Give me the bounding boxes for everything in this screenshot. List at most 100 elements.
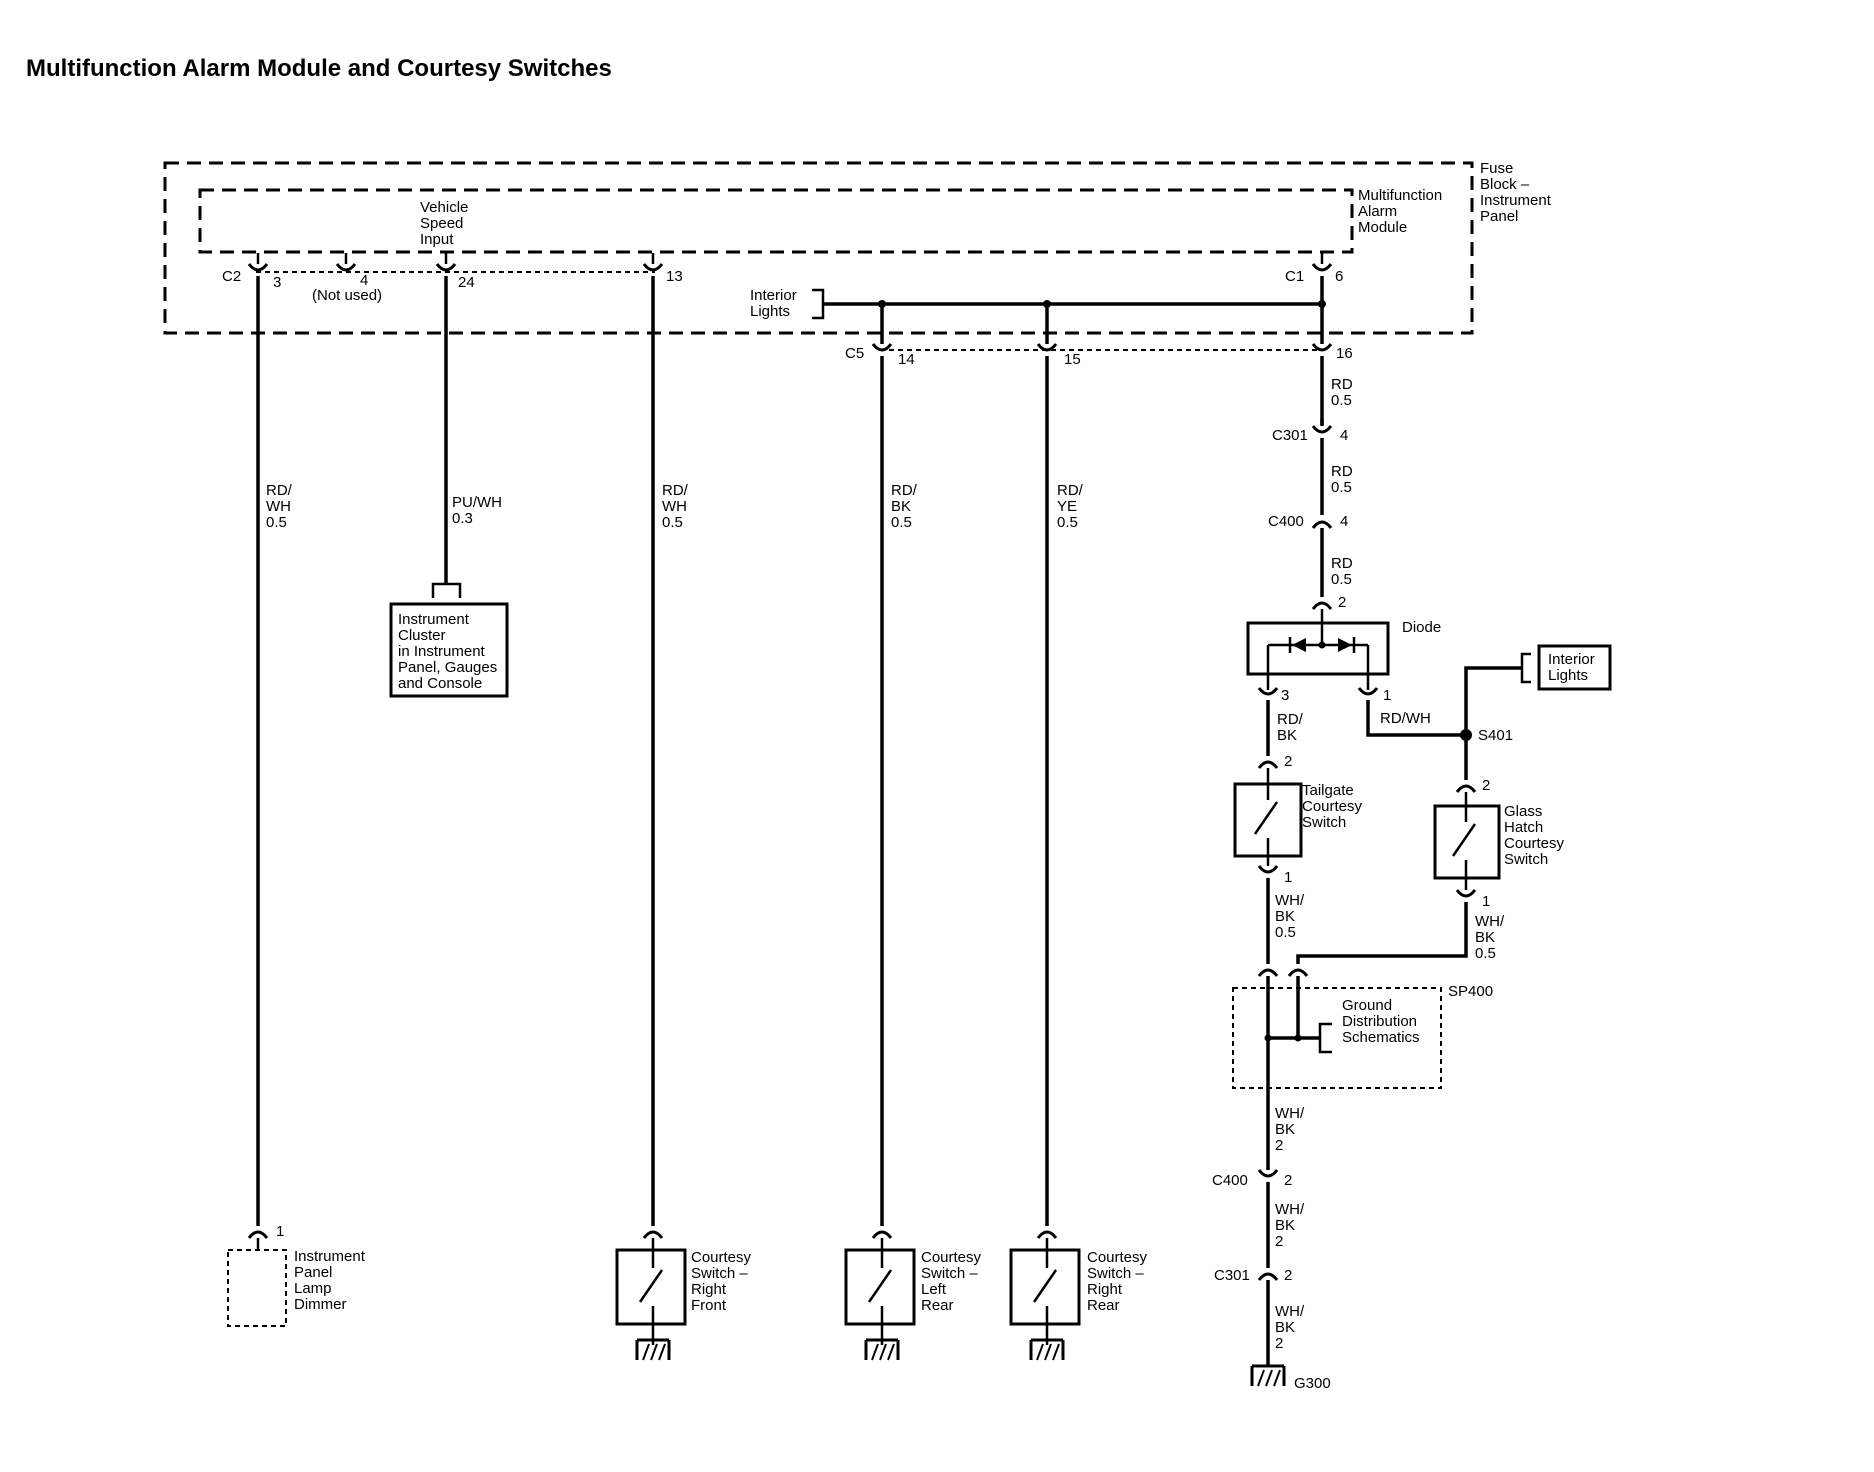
connector-c400-label: C400 (1268, 513, 1304, 530)
svg-text:Courtesy: Courtesy (691, 1249, 752, 1266)
pin-label: 4 (360, 272, 368, 289)
c2-pin-13-connector (642, 262, 664, 272)
svg-text:Glass: Glass (1504, 803, 1542, 820)
ground-distribution-bracket (1318, 1022, 1332, 1054)
tailgate-switch-label: Tailgate Courtesy Switch (1302, 782, 1363, 831)
splice-s401-label: S401 (1478, 727, 1513, 744)
svg-text:Instrument: Instrument (1480, 192, 1552, 209)
glass-hatch-pin-2-connector (1455, 784, 1477, 794)
pin-label: 4 (1340, 513, 1348, 530)
c301-pin-4-connector (1311, 424, 1333, 434)
pin-label: 4 (1340, 427, 1348, 444)
svg-text:RD: RD (1331, 555, 1353, 572)
svg-text:0.5: 0.5 (1331, 571, 1352, 588)
interior-lights-ext-label: Interior Lights (1548, 651, 1595, 684)
tailgate-pin-1-connector (1257, 864, 1279, 874)
vehicle-speed-input-label: Vehicle Speed Input (420, 199, 468, 248)
wire-rd-wh (1366, 700, 1466, 737)
svg-text:Fuse: Fuse (1480, 160, 1513, 177)
svg-text:Instrument: Instrument (294, 1248, 366, 1265)
svg-text:RD/: RD/ (891, 482, 918, 499)
svg-text:Hatch: Hatch (1504, 819, 1543, 836)
courtesy-rr-connector (1036, 1230, 1058, 1240)
not-used-label: (Not used) (312, 287, 382, 304)
courtesy-switch-right-rear (1009, 1238, 1081, 1362)
svg-text:0.5: 0.5 (1057, 514, 1078, 531)
svg-text:in Instrument: in Instrument (398, 643, 486, 660)
pin-label: 1 (276, 1223, 284, 1240)
svg-text:Speed: Speed (420, 215, 463, 232)
svg-text:Ground: Ground (1342, 997, 1392, 1014)
wire-whbk-2c-label: WH/ BK 2 (1275, 1303, 1305, 1352)
svg-text:Cluster: Cluster (398, 627, 446, 644)
page-title: Multifunction Alarm Module and Courtesy … (26, 55, 612, 82)
courtesy-rr-label: Courtesy Switch – Right Rear (1087, 1249, 1148, 1314)
diode-component (1246, 609, 1390, 690)
svg-text:RD/: RD/ (662, 482, 689, 499)
pin-label: 1 (1284, 869, 1292, 886)
junction-dot (1294, 1034, 1302, 1042)
ground-g300-label: G300 (1294, 1375, 1331, 1392)
diode-label: Diode (1402, 619, 1441, 636)
svg-text:Panel: Panel (1480, 208, 1518, 225)
instrument-cluster-label: Instrument Cluster in Instrument Panel, … (398, 611, 497, 692)
svg-text:RD: RD (1331, 463, 1353, 480)
svg-text:BK: BK (1275, 1217, 1295, 1234)
svg-text:BK: BK (1275, 1121, 1295, 1138)
svg-text:RD/: RD/ (1277, 711, 1304, 728)
wire-whbk-2a-label: WH/ BK 2 (1275, 1105, 1305, 1154)
svg-text:Interior: Interior (1548, 651, 1595, 668)
pin-label: 2 (1284, 753, 1292, 770)
courtesy-rf-label: Courtesy Switch – Right Front (691, 1249, 752, 1314)
pin-label: 13 (666, 268, 683, 285)
courtesy-lr-connector (871, 1230, 893, 1240)
svg-text:Input: Input (420, 231, 454, 248)
svg-text:RD/: RD/ (1057, 482, 1084, 499)
connector-c301-label: C301 (1272, 427, 1308, 444)
c5-pin-14-connector (871, 342, 893, 352)
glass-hatch-pin-1-connector (1455, 888, 1477, 898)
svg-text:0.5: 0.5 (266, 514, 287, 531)
svg-text:BK: BK (1275, 1319, 1295, 1336)
wire-cluster-label: PU/WH 0.3 (452, 494, 502, 527)
glass-hatch-courtesy-switch (1433, 792, 1501, 890)
svg-text:PU/WH: PU/WH (452, 494, 502, 511)
dimmer-pin-1-connector (247, 1230, 269, 1240)
svg-text:Courtesy: Courtesy (1504, 835, 1565, 852)
svg-text:Multifunction: Multifunction (1358, 187, 1442, 204)
svg-text:Rear: Rear (1087, 1297, 1120, 1314)
c400-pin-4-connector (1311, 520, 1333, 530)
interior-lights-bracket-ext (1520, 652, 1531, 684)
junction-dot (1264, 1034, 1272, 1042)
courtesy-lr-label: Courtesy Switch – Left Rear (921, 1249, 982, 1314)
svg-text:Alarm: Alarm (1358, 203, 1397, 220)
svg-text:Distribution: Distribution (1342, 1013, 1417, 1030)
pin-label: 3 (273, 274, 281, 291)
wire-left-rear-label: RD/ BK 0.5 (891, 482, 918, 531)
c1-pin-6-connector (1311, 262, 1333, 272)
svg-text:Module: Module (1358, 219, 1407, 236)
pin-label: 6 (1335, 268, 1343, 285)
svg-text:Courtesy: Courtesy (1302, 798, 1363, 815)
sp400-tailgate-connector (1257, 968, 1279, 978)
svg-text:Vehicle: Vehicle (420, 199, 468, 216)
svg-text:Tailgate: Tailgate (1302, 782, 1354, 799)
sp400-glass-connector (1287, 968, 1309, 978)
svg-text:Panel, Gauges: Panel, Gauges (398, 659, 497, 676)
courtesy-switch-left-rear (844, 1238, 916, 1362)
svg-text:Block –: Block – (1480, 176, 1530, 193)
wire-whbk-2b-label: WH/ BK 2 (1275, 1201, 1305, 1250)
sp400-box (1232, 987, 1442, 1089)
svg-text:Schematics: Schematics (1342, 1029, 1420, 1046)
c301-pin-2-connector (1257, 1272, 1279, 1282)
lamp-dimmer-label: Instrument Panel Lamp Dimmer (294, 1248, 366, 1313)
interior-lights-ext-box (1537, 644, 1612, 691)
svg-text:BK: BK (1475, 929, 1495, 946)
wire-right-rear-label: RD/ YE 0.5 (1057, 482, 1084, 531)
pin-label: 15 (1064, 351, 1081, 368)
diode-pin-2-connector (1311, 601, 1333, 611)
svg-text:Courtesy: Courtesy (921, 1249, 982, 1266)
ground-distribution-label: Ground Distribution Schematics (1342, 997, 1420, 1046)
lamp-dimmer-box (227, 1249, 287, 1327)
